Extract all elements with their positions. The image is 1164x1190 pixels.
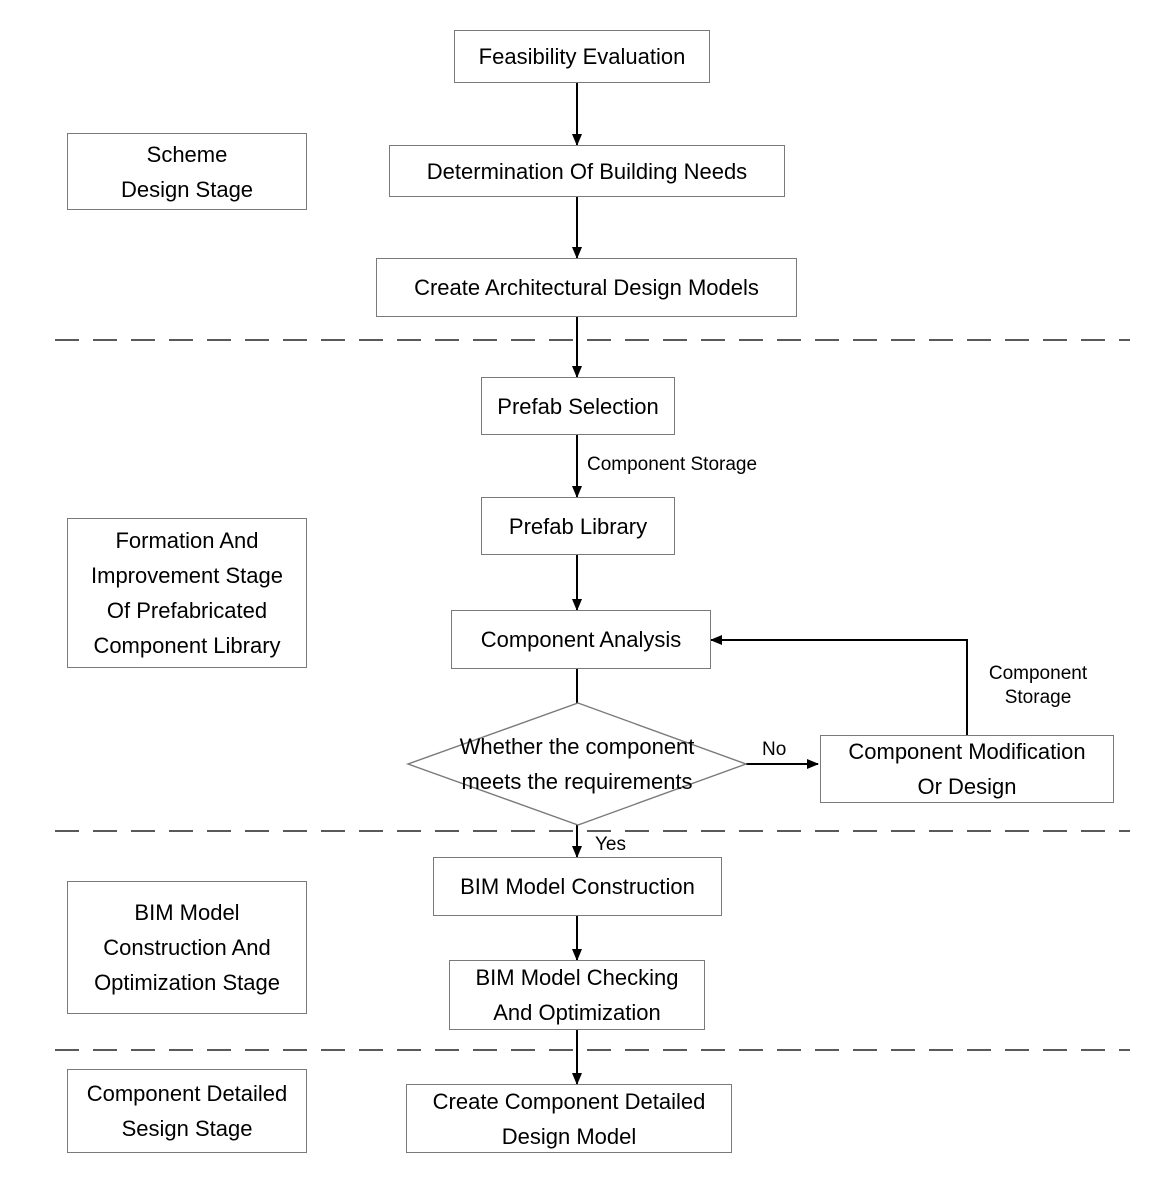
edge-label-no: No [762, 739, 787, 760]
node-architectural-models: Create Architectural Design Models [376, 258, 797, 317]
decision-line2: meets the requirements [461, 769, 693, 794]
node-prefab-selection: Prefab Selection [481, 377, 675, 435]
node-feasibility-evaluation: Feasibility Evaluation [454, 30, 710, 83]
stage-scheme-line1: Scheme [146, 141, 228, 167]
stage-scheme-design: Scheme Design Stage [67, 133, 307, 210]
node-detailed-line2: Design Model [501, 1123, 637, 1149]
node-bim-construction: BIM Model Construction [433, 857, 722, 916]
stage-library-line2: Improvement Stage [91, 563, 283, 588]
node-construction-label: BIM Model Construction [460, 874, 695, 899]
node-needs-label: Determination Of Building Needs [426, 158, 748, 184]
edge-label-yes: Yes [595, 834, 626, 855]
decision-text: Whether the component meets the requirem… [418, 729, 736, 799]
node-component-analysis: Component Analysis [451, 610, 711, 669]
node-checking-line1: BIM Model Checking [475, 965, 679, 990]
node-component-modification: Component Modification Or Design [820, 735, 1114, 803]
stage-library-line1: Formation And [115, 528, 259, 553]
stage-library-line3: Of Prefabricated [106, 598, 268, 623]
node-checking-line2: And Optimization [493, 1000, 661, 1025]
node-models-label: Create Architectural Design Models [414, 275, 759, 300]
edge-label-component-storage: Component Storage [587, 454, 758, 475]
node-bim-checking: BIM Model Checking And Optimization [449, 960, 705, 1030]
stage-component-library: Formation And Improvement Stage Of Prefa… [67, 518, 307, 668]
node-detailed-design-model: Create Component Detailed Design Model [406, 1084, 732, 1153]
stage-detailed-line2: Sesign Stage [121, 1116, 253, 1141]
node-building-needs: Determination Of Building Needs [389, 145, 785, 197]
arrow-modification-loop [710, 635, 968, 735]
decision-line1: Whether the component [459, 734, 695, 759]
edge-label-loop-storage: Component Storage [968, 662, 1108, 710]
node-prefab-library: Prefab Library [481, 497, 675, 555]
stage-library-line4: Component Library [93, 633, 281, 658]
loop-storage-line1: Component [988, 663, 1088, 684]
stage-detailed-design: Component Detailed Sesign Stage [67, 1069, 307, 1153]
node-modification-line1: Component Modification [848, 739, 1086, 764]
decision-diamond [405, 702, 749, 826]
node-feasibility-label: Feasibility Evaluation [478, 44, 686, 69]
stage-scheme-line2: Design Stage [120, 176, 254, 202]
node-modification-line2: Or Design [917, 774, 1017, 799]
stage-bim-construction: BIM Model Construction And Optimization … [67, 881, 307, 1014]
stage-bim-line2: Construction And [103, 935, 271, 960]
node-detailed-line1: Create Component Detailed [432, 1088, 706, 1114]
stage-bim-line3: Optimization Stage [94, 970, 280, 995]
node-selection-label: Prefab Selection [497, 393, 659, 419]
loop-storage-line2: Storage [1004, 687, 1072, 708]
stage-detailed-line1: Component Detailed [86, 1081, 288, 1106]
node-library-label: Prefab Library [508, 513, 648, 539]
stage-bim-line1: BIM Model [134, 900, 240, 925]
node-analysis-label: Component Analysis [480, 627, 682, 652]
